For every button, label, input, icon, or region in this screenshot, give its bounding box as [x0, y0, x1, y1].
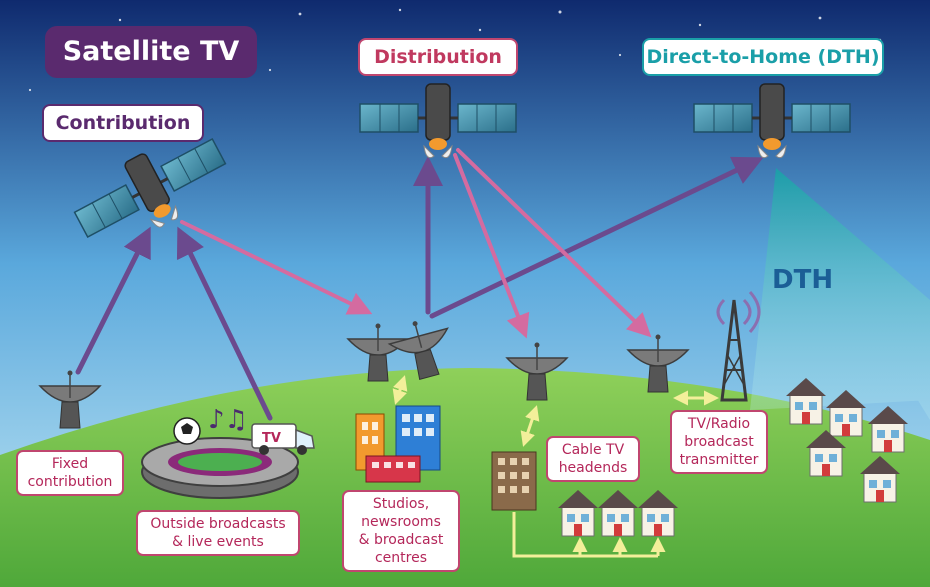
tv-van: TV	[251, 423, 315, 455]
fixed-line-1: Fixed	[51, 456, 89, 472]
cable-line-1: Cable TV	[561, 442, 625, 458]
cable-houses	[557, 489, 679, 537]
studios-line-2: newsrooms	[361, 514, 441, 530]
stadium: ♪♫	[141, 405, 299, 499]
main-title: Satellite TV	[45, 26, 257, 78]
transmitter-tower	[716, 290, 761, 402]
cable-headend-building	[491, 451, 537, 511]
uplink-fixed-arrow	[75, 226, 151, 375]
uplink-dth-arrow	[429, 156, 764, 319]
dth-heading: Direct-to-Home (DTH)	[642, 38, 884, 76]
studios-line-4: centres	[374, 550, 428, 566]
music-notes-icon: ♪♫	[208, 405, 248, 435]
outside-line-1: Outside broadcasts	[150, 516, 286, 532]
radio-line-3: transmitter	[679, 452, 759, 468]
transmitter-label: TV/Radio broadcast transmitter	[670, 410, 768, 474]
contribution-downlink-arrow	[180, 220, 373, 315]
cable-downlink-arrow	[453, 153, 530, 339]
radio-line-1: TV/Radio	[687, 416, 751, 432]
outside-line-2: & live events	[172, 534, 264, 550]
contribution-heading: Contribution	[42, 104, 204, 142]
studios-label: Studios, newsrooms & broadcast centres	[342, 490, 460, 572]
cable-line-2: headends	[558, 460, 628, 476]
cable-headends-label: Cable TV headends	[546, 436, 640, 482]
outside-broadcasts-label: Outside broadcasts & live events	[136, 510, 300, 556]
dth-beam	[750, 168, 930, 420]
tv-van-text: TV	[262, 431, 281, 446]
uplink-outside-arrow	[176, 226, 273, 421]
distribution-heading: Distribution	[358, 38, 518, 76]
studios-line-3: & broadcast	[358, 532, 444, 548]
fixed-line-2: contribution	[27, 474, 113, 490]
fixed-contribution-label: Fixed contribution	[16, 450, 124, 496]
dth-beam-label: DTH	[772, 265, 833, 295]
studio-local-link	[392, 375, 408, 405]
cable-feed-line	[512, 512, 658, 558]
transmitter-downlink-arrow	[456, 148, 652, 338]
studios-line-1: Studios,	[372, 496, 430, 512]
headend-dish-link	[520, 405, 540, 447]
radio-line-2: broadcast	[684, 434, 754, 450]
studio-buildings	[355, 405, 441, 483]
